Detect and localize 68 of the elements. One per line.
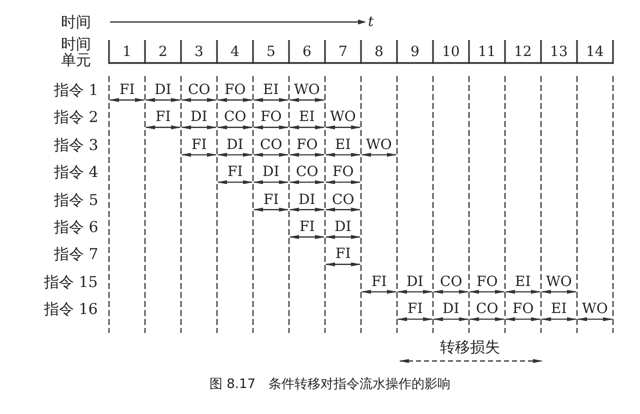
time-unit-number: 14 <box>586 44 604 60</box>
stage-label: WO <box>582 301 608 318</box>
time-unit-number: 11 <box>478 44 496 60</box>
stage-label: DI <box>154 82 172 98</box>
stage-label: FO <box>260 109 282 126</box>
stage-label: EI <box>263 82 279 98</box>
stage-label: CO <box>440 274 462 290</box>
stage-label: FI <box>156 109 171 126</box>
stage-label: FO <box>512 301 534 318</box>
time-unit-number: 12 <box>514 44 532 60</box>
stage-label: FO <box>296 136 318 153</box>
instruction-label: 指令 3 <box>54 136 98 153</box>
stage-label: DI <box>262 164 280 180</box>
time-unit-number: 9 <box>410 44 420 60</box>
stage-label: CO <box>188 82 210 98</box>
instruction-label: 指令 6 <box>54 219 98 235</box>
stage-label: DI <box>226 136 244 153</box>
stage-label: EI <box>299 109 315 126</box>
instruction-label: 指令 2 <box>54 109 98 126</box>
stage-label: WO <box>294 82 320 98</box>
instruction-label: 指令 7 <box>54 246 98 262</box>
stage-label: DI <box>190 109 208 126</box>
stage-label: FI <box>228 164 243 180</box>
stage-label: FI <box>120 82 135 98</box>
stage-label: CO <box>332 192 354 208</box>
stage-label: CO <box>260 136 282 153</box>
axis-label: 时间单元 <box>60 36 91 68</box>
time-unit-number: 8 <box>374 44 384 60</box>
time-unit-number: 7 <box>338 44 348 60</box>
stage-label: CO <box>224 109 246 126</box>
stage-label: FI <box>372 274 387 290</box>
time-unit-number: 13 <box>550 44 568 60</box>
stage-label: FI <box>336 246 351 262</box>
stage-label: DI <box>334 219 352 235</box>
time-unit-number: 5 <box>266 44 276 60</box>
instruction-label: 指令 16 <box>44 301 98 318</box>
axis-label: t <box>368 14 374 30</box>
time-unit-number: 6 <box>302 44 312 60</box>
stage-label: CO <box>296 164 318 180</box>
stage-label: DI <box>442 301 460 318</box>
instruction-label: 指令 5 <box>54 192 98 208</box>
stage-label: FO <box>224 82 246 98</box>
stage-label: FI <box>408 301 423 318</box>
stage-label: EI <box>335 136 351 153</box>
axis-label: 时间 <box>61 14 91 30</box>
time-unit-number: 3 <box>194 44 204 60</box>
instruction-label: 指令 1 <box>54 82 98 98</box>
stage-label: DI <box>406 274 424 290</box>
stage-label: WO <box>330 109 356 126</box>
stage-label: WO <box>546 274 572 290</box>
stage-label: DI <box>298 192 316 208</box>
stage-label: FI <box>264 192 279 208</box>
stage-label: FI <box>300 219 315 235</box>
stage-label: EI <box>551 301 567 318</box>
stage-label: EI <box>515 274 531 290</box>
time-unit-number: 10 <box>442 44 460 60</box>
stage-label: WO <box>366 136 392 153</box>
instruction-label: 指令 15 <box>44 274 98 290</box>
loss-label: 转移损失 <box>440 339 500 355</box>
time-unit-number: 2 <box>158 44 168 60</box>
caption: 图 8.17 条件转移对指令流水操作的影响 <box>210 377 451 393</box>
stage-label: FO <box>332 164 354 180</box>
stage-label: FO <box>476 274 498 290</box>
instruction-label: 指令 4 <box>54 164 98 180</box>
time-unit-number: 1 <box>122 44 132 60</box>
time-unit-number: 4 <box>230 44 240 60</box>
stage-label: FI <box>192 136 207 153</box>
stage-label: CO <box>476 301 498 318</box>
